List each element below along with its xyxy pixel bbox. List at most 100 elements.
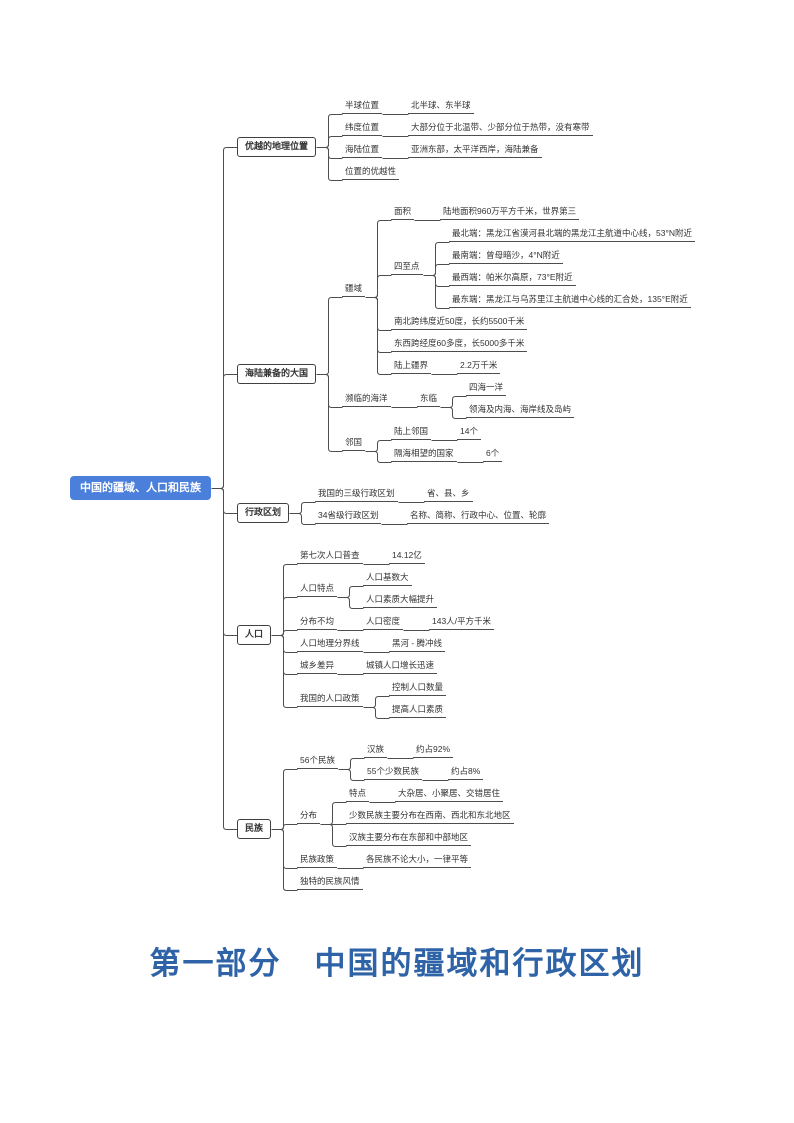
sub-topic: 14个 bbox=[457, 425, 481, 441]
connector bbox=[423, 242, 450, 276]
sub-topic: 东西跨经度60多度，长5000多千米 bbox=[391, 337, 528, 353]
connector bbox=[365, 451, 392, 463]
sub-topic: 特点 bbox=[346, 787, 370, 803]
sub-topic: 独特的民族风情 bbox=[297, 875, 363, 891]
connector bbox=[271, 564, 298, 636]
branch-topic: 行政区划 bbox=[237, 503, 290, 523]
sub-topic: 约占92% bbox=[413, 743, 454, 759]
sub-topic: 我国的三级行政区划 bbox=[315, 487, 398, 503]
sub-topic: 陆地面积960万平方千米，世界第三 bbox=[440, 205, 580, 221]
sub-topic: 民族政策 bbox=[297, 853, 338, 869]
sub-topic: 第七次人口普查 bbox=[297, 549, 363, 565]
page-title: 第一部分 中国的疆域和行政区划 bbox=[149, 946, 645, 981]
sub-topic: 14.12亿 bbox=[389, 549, 425, 565]
sub-topic: 汉族主要分布在东部和中部地区 bbox=[346, 831, 472, 847]
connector bbox=[211, 488, 238, 636]
sub-topic: 56个民族 bbox=[297, 754, 338, 770]
sub-topic: 人口特点 bbox=[297, 582, 338, 598]
sub-topic: 2.2万千米 bbox=[457, 359, 501, 375]
sub-topic: 陆上邻国 bbox=[391, 425, 432, 441]
sub-topic: 最北端：黑龙江省漠河县北端的黑龙江主航道中心线，53°N附近 bbox=[449, 227, 695, 243]
connector bbox=[365, 297, 392, 331]
connector bbox=[337, 586, 364, 598]
connector bbox=[271, 597, 298, 636]
sub-topic: 汉族 bbox=[364, 743, 388, 759]
sub-topic: 北半球、东半球 bbox=[408, 99, 474, 115]
connector bbox=[271, 630, 298, 636]
sub-topic: 控制人口数量 bbox=[389, 681, 447, 697]
connector bbox=[316, 374, 343, 408]
sub-topic: 人口素质大幅提升 bbox=[363, 593, 438, 609]
branch-topic: 民族 bbox=[237, 819, 272, 839]
sub-topic: 城乡差异 bbox=[297, 659, 338, 675]
sub-topic: 面积 bbox=[391, 205, 415, 221]
sub-topic: 6个 bbox=[483, 447, 503, 463]
connector bbox=[316, 374, 343, 452]
connector bbox=[320, 802, 347, 825]
connector bbox=[365, 297, 392, 353]
sub-topic: 疆域 bbox=[342, 282, 366, 298]
sub-topic: 濒临的海洋 bbox=[342, 392, 391, 408]
connector bbox=[271, 635, 298, 675]
sub-topic: 143人/平方千米 bbox=[429, 615, 495, 631]
root-topic: 中国的疆域、人口和民族 bbox=[70, 476, 211, 501]
connector bbox=[365, 275, 392, 298]
sub-topic: 亚洲东部，太平洋西岸，海陆兼备 bbox=[408, 143, 542, 159]
sub-topic: 黑河 - 腾冲线 bbox=[389, 637, 446, 653]
connector bbox=[440, 407, 467, 419]
connector bbox=[316, 114, 343, 148]
sub-topic: 各民族不论大小，一律平等 bbox=[363, 853, 472, 869]
sub-topic: 少数民族主要分布在西南、西北和东北地区 bbox=[346, 809, 514, 825]
sub-topic: 省、县、乡 bbox=[424, 487, 473, 503]
connector bbox=[271, 769, 298, 830]
branch-topic: 优越的地理位置 bbox=[237, 137, 317, 157]
branch-topic: 人口 bbox=[237, 625, 272, 645]
connector bbox=[316, 147, 343, 159]
sub-topic: 陆上疆界 bbox=[391, 359, 432, 375]
sub-topic: 人口密度 bbox=[363, 615, 404, 631]
connector bbox=[271, 829, 298, 891]
connector bbox=[423, 275, 450, 309]
connector bbox=[338, 769, 365, 781]
sub-topic: 大杂居、小聚居、交错居住 bbox=[395, 787, 504, 803]
sub-topic: 隔海相望的国家 bbox=[391, 447, 457, 463]
sub-topic: 半球位置 bbox=[342, 99, 383, 115]
sub-topic: 海陆位置 bbox=[342, 143, 383, 159]
sub-topic: 人口基数大 bbox=[363, 571, 412, 587]
sub-topic: 分布 bbox=[297, 809, 321, 825]
sub-topic: 纬度位置 bbox=[342, 121, 383, 137]
sub-topic: 分布不均 bbox=[297, 615, 338, 631]
connector bbox=[271, 635, 298, 708]
sub-topic: 四至点 bbox=[391, 260, 423, 276]
sub-topic: 最东端：黑龙江与乌苏里江主航道中心线的汇合处，135°E附近 bbox=[449, 293, 691, 309]
connector bbox=[365, 297, 392, 375]
connector bbox=[271, 829, 298, 869]
connector bbox=[289, 513, 316, 525]
branch-topic: 海陆兼备的大国 bbox=[237, 364, 317, 384]
connector bbox=[316, 136, 343, 148]
sub-topic: 东临 bbox=[417, 392, 441, 408]
connector bbox=[316, 297, 343, 375]
sub-topic: 提高人口素质 bbox=[389, 703, 447, 719]
sub-topic: 我国的人口政策 bbox=[297, 692, 363, 708]
connector bbox=[289, 502, 316, 514]
sub-topic: 最西端：帕米尔高原，73°E附近 bbox=[449, 271, 576, 287]
connector bbox=[423, 264, 450, 276]
connector bbox=[316, 147, 343, 181]
connector bbox=[271, 635, 298, 653]
connector bbox=[365, 220, 392, 298]
connector bbox=[338, 758, 365, 770]
connector bbox=[320, 824, 347, 847]
sub-topic: 最南端：曾母暗沙，4°N附近 bbox=[449, 249, 563, 265]
connector bbox=[423, 275, 450, 287]
connector bbox=[211, 374, 238, 489]
connector bbox=[337, 597, 364, 609]
sub-topic: 大部分位于北温带、少部分位于热带，没有寒带 bbox=[408, 121, 593, 137]
sub-topic: 四海一洋 bbox=[466, 381, 507, 397]
mindmap: 中国的疆域、人口和民族 优越的地理位置 半球位置 北半球、东半球纬度位置 大部分位于北温… bbox=[70, 99, 695, 891]
sub-topic: 名称、简称、行政中心、位置、轮廓 bbox=[407, 509, 550, 525]
sub-topic: 城镇人口增长迅速 bbox=[363, 659, 438, 675]
connector bbox=[440, 396, 467, 408]
connector bbox=[211, 488, 238, 514]
